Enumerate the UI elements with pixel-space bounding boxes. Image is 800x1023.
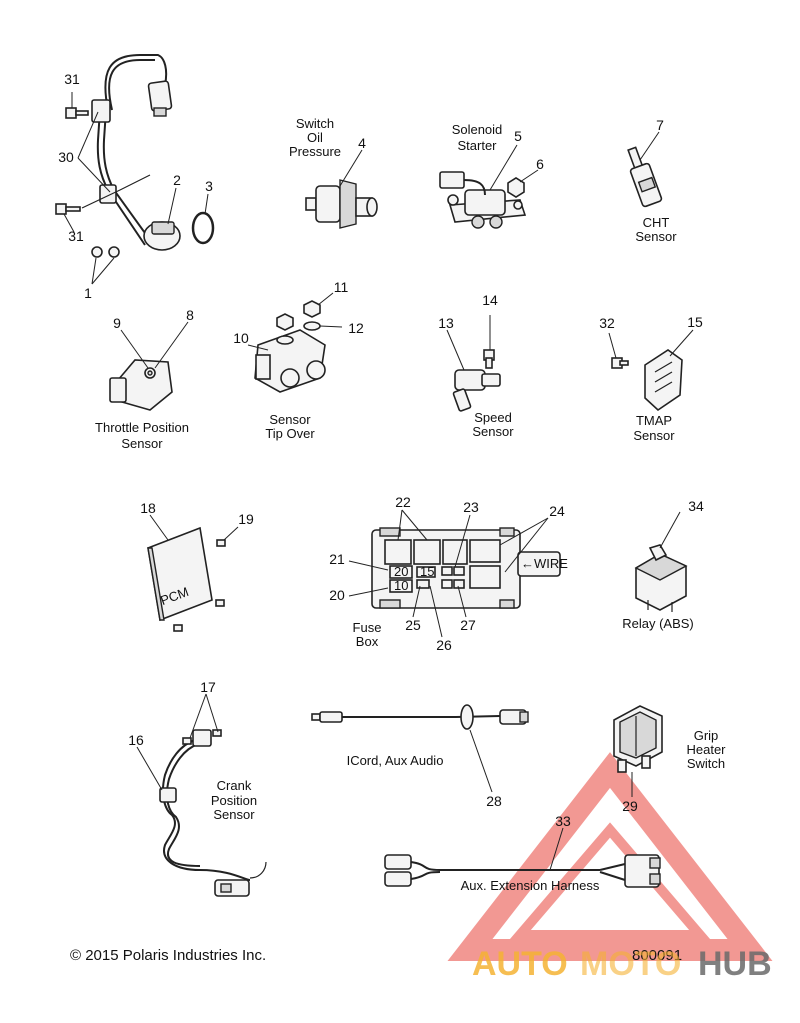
fuse-box-line1: Fuse — [353, 620, 382, 635]
fuse-box-line2: Box — [356, 634, 379, 649]
callout-12: 12 — [348, 320, 364, 336]
switch-oil-pressure-line1: Switch — [296, 116, 334, 131]
grip-heater-switch — [613, 705, 663, 773]
speed-sensor-line2: Sensor — [472, 424, 514, 439]
callout-3: 3 — [205, 178, 213, 194]
callout-31-bottom: 31 — [68, 228, 84, 244]
callout-19: 19 — [238, 511, 254, 527]
callout-23: 23 — [463, 499, 479, 515]
callout-2: 2 — [173, 172, 181, 188]
aux-audio-cord — [311, 704, 529, 730]
crank-position-sensor — [159, 729, 267, 897]
callout-20: 20 — [329, 587, 345, 603]
fuse-10-label: 10 — [394, 578, 408, 593]
callout-4: 4 — [358, 135, 366, 151]
aux-extension-label: Aux. Extension Harness — [461, 878, 600, 893]
throttle-position-line2: Sensor — [121, 436, 163, 451]
callout-32: 32 — [599, 315, 615, 331]
fuse-20-label: 20 — [394, 564, 408, 579]
bolt-31-bottom — [55, 203, 81, 215]
starter-solenoid — [439, 171, 527, 229]
speed-sensor — [452, 349, 501, 412]
relay-abs-label: Relay (ABS) — [622, 616, 694, 631]
crank-position-line2: Position — [211, 793, 257, 808]
callout-34: 34 — [688, 498, 704, 514]
callout-15: 15 — [687, 314, 703, 330]
callout-10: 10 — [233, 330, 249, 346]
switch-oil-pressure-line3: Pressure — [289, 144, 341, 159]
callout-25: 25 — [405, 617, 421, 633]
grip-heater-line1: Grip — [694, 728, 719, 743]
relay-abs — [634, 544, 688, 612]
callout-33: 33 — [555, 813, 571, 829]
drawing-number: 800091 — [632, 947, 682, 964]
tip-over-sensor — [254, 300, 326, 393]
icord-label: ICord, Aux Audio — [347, 753, 444, 768]
watermark-auto: AUTO — [472, 945, 568, 983]
tip-over-line2: Tip Over — [265, 426, 315, 441]
callout-numbers: 1 2 3 4 5 6 7 8 9 10 11 12 13 14 15 16 1… — [58, 71, 704, 829]
callout-14: 14 — [482, 292, 498, 308]
callout-9: 9 — [113, 315, 121, 331]
leader-lines — [63, 92, 694, 871]
cht-sensor-line2: Sensor — [635, 229, 677, 244]
callout-26: 26 — [436, 637, 452, 653]
oil-pressure-switch — [305, 179, 378, 229]
callout-24: 24 — [549, 503, 565, 519]
wire-arrow-text: ←WIRE — [521, 556, 568, 571]
callout-13: 13 — [438, 315, 454, 331]
callout-16: 16 — [128, 732, 144, 748]
callout-29: 29 — [622, 798, 638, 814]
throttle-position-sensor — [109, 359, 173, 411]
crank-position-line1: Crank — [217, 778, 252, 793]
callout-17: 17 — [200, 679, 216, 695]
grip-heater-line2: Heater — [686, 742, 726, 757]
aux-extension-harness — [384, 854, 661, 888]
callout-30: 30 — [58, 149, 74, 165]
copyright-text: © 2015 Polaris Industries Inc. — [70, 947, 266, 964]
tmap-line2: Sensor — [633, 428, 675, 443]
callout-22: 22 — [395, 494, 411, 510]
bolt-31-top — [65, 107, 89, 119]
fuse-box: 20 10 15 ←WIRE — [371, 527, 568, 609]
throttle-position-line1: Throttle Position — [95, 420, 189, 435]
solenoid-starter-line2: Starter — [457, 138, 497, 153]
switch-oil-pressure-line2: Oil — [307, 130, 323, 145]
callout-8: 8 — [186, 307, 194, 323]
callout-6: 6 — [536, 156, 544, 172]
callout-27: 27 — [460, 617, 476, 633]
callout-7: 7 — [656, 117, 664, 133]
watermark-moto: MOTO — [580, 945, 681, 983]
watermark-hub: HUB — [698, 945, 772, 983]
crank-position-line3: Sensor — [213, 807, 255, 822]
pcm-module: PCM — [147, 526, 226, 632]
fuse-15-label: 15 — [420, 564, 434, 579]
callout-28: 28 — [486, 793, 502, 809]
callout-31-top: 31 — [64, 71, 80, 87]
callout-21: 21 — [329, 551, 345, 567]
tmap-line1: TMAP — [636, 413, 672, 428]
part-labels: Switch Oil Pressure Solenoid Starter CHT… — [95, 116, 726, 893]
cht-sensor-line1: CHT — [643, 215, 670, 230]
callout-1: 1 — [84, 285, 92, 301]
callout-18: 18 — [140, 500, 156, 516]
speed-sensor-line1: Speed — [474, 410, 512, 425]
callout-11: 11 — [334, 279, 349, 295]
tip-over-line1: Sensor — [269, 412, 311, 427]
grip-heater-line3: Switch — [687, 756, 725, 771]
watermark-logo: AUTO MOTO HUB — [472, 945, 772, 983]
tmap-sensor — [611, 349, 683, 412]
callout-5: 5 — [514, 128, 522, 144]
watermark-triangle — [447, 752, 773, 961]
solenoid-starter-line1: Solenoid — [452, 122, 503, 137]
oil-sensor-harness-assembly — [55, 54, 215, 258]
cht-sensor — [627, 146, 663, 208]
